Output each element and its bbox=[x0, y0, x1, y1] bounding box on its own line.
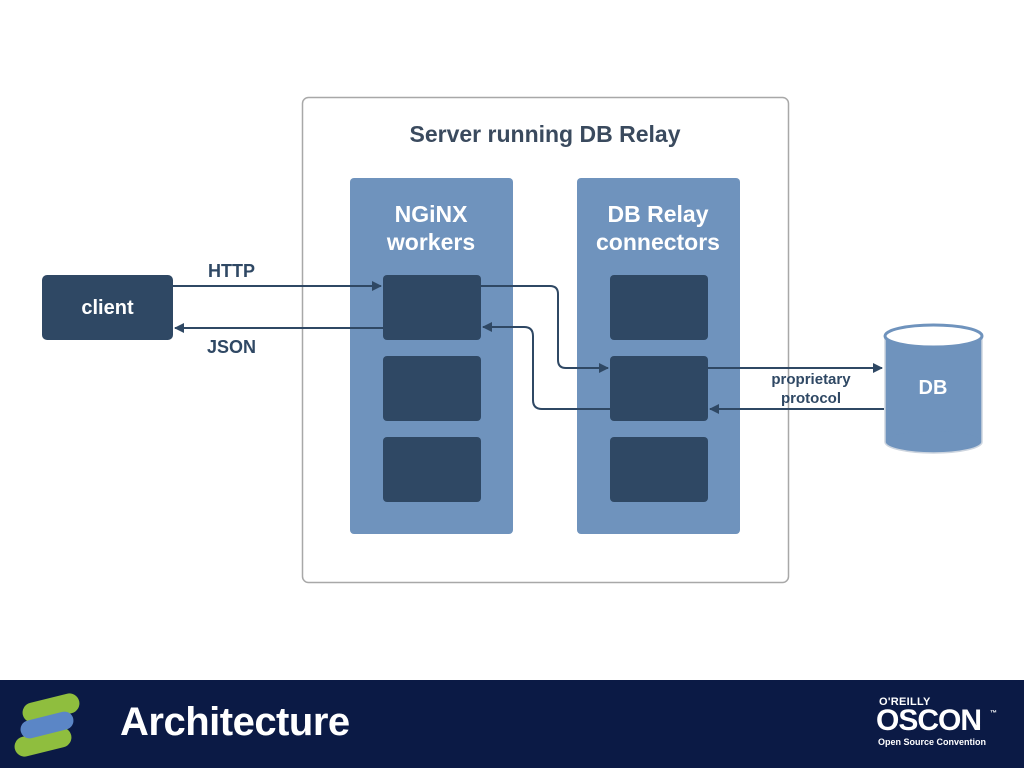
nginx-worker-box bbox=[383, 275, 481, 340]
connector-box bbox=[610, 356, 708, 421]
trademark-symbol: ™ bbox=[990, 710, 997, 717]
nginx-worker-box bbox=[383, 356, 481, 421]
client-box bbox=[42, 275, 173, 340]
connector-box bbox=[610, 437, 708, 502]
http-label: HTTP bbox=[208, 261, 255, 281]
conference-name: OSCON bbox=[876, 704, 982, 737]
connector-to-worker-arrow bbox=[482, 322, 610, 410]
footer-bar bbox=[0, 680, 1024, 768]
protocol-label-line1: proprietary bbox=[771, 371, 851, 388]
nginx-label-line1: NGiNX bbox=[395, 201, 469, 227]
database-cylinder-icon bbox=[883, 323, 984, 454]
nginx-worker-box bbox=[383, 437, 481, 502]
db-label: DB bbox=[919, 377, 948, 399]
conference-s-logo-icon bbox=[14, 693, 80, 757]
protocol-label-line2: protocol bbox=[781, 390, 841, 407]
worker-to-connector-arrow bbox=[481, 285, 609, 373]
oscon-logo: O'REILLY OSCON ™ Open Source Convention bbox=[874, 694, 1004, 754]
slide-title: Architecture bbox=[120, 700, 350, 744]
relay-label-line2: connectors bbox=[596, 229, 720, 255]
conference-full-name: Open Source Convention bbox=[878, 737, 987, 747]
connector-box bbox=[610, 275, 708, 340]
client-label: client bbox=[81, 297, 134, 319]
publisher-name: O'REILLY bbox=[879, 696, 931, 708]
architecture-diagram: Server running DB Relay NGiNX workers DB… bbox=[42, 96, 984, 584]
nginx-label-line2: workers bbox=[386, 229, 475, 255]
json-label: JSON bbox=[207, 337, 256, 357]
relay-label-line1: DB Relay bbox=[608, 201, 709, 227]
server-label: Server running DB Relay bbox=[410, 121, 681, 147]
